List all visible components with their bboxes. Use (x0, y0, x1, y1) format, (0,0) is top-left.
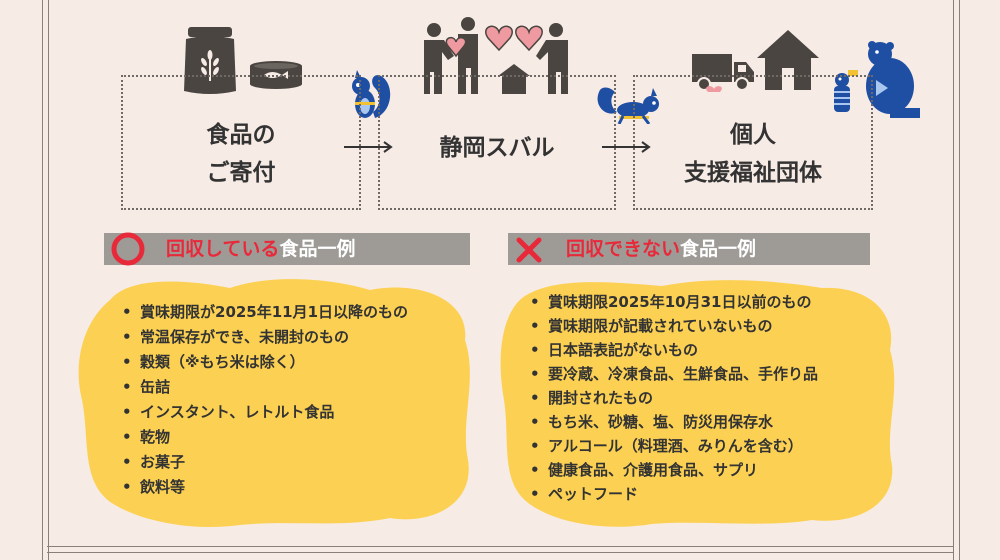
accepted-header-white-text: 食品一例 (279, 238, 356, 260)
red-cross-icon (516, 237, 542, 263)
rejected-header-white-text: 食品一例 (680, 238, 757, 260)
list-item: 賞味期限が2025年11月1日以降のもの (120, 300, 408, 325)
list-item: インスタント、レトルト食品 (120, 400, 408, 425)
list-item: 缶詰 (120, 375, 408, 400)
list-item: 飲料等 (120, 475, 408, 500)
list-item: お菓子 (120, 450, 408, 475)
flow-step-shizuoka-subaru: 静岡スバル (378, 75, 616, 210)
rejected-header: 回収できない食品一例 (508, 233, 870, 265)
list-item: 健康食品、介護用食品、サプリ (528, 458, 818, 482)
frame-bottom-border (47, 546, 953, 553)
list-item: 賞味期限2025年10月31日以前のもの (528, 290, 818, 314)
flow-arrow-icon (602, 141, 651, 153)
rejected-header-title: 回収できない食品一例 (566, 233, 756, 265)
rejected-items-list: 賞味期限2025年10月31日以前のもの 賞味期限が記載されていないもの 日本語… (528, 290, 818, 506)
rejected-header-red-text: 回収できない (566, 238, 681, 260)
delivery-truck-icon (692, 54, 754, 92)
flow-step-label-line2: 支援福祉団体 (684, 159, 822, 186)
bear-mascot-icon (834, 41, 920, 118)
frame-right-border (953, 0, 960, 560)
list-item: 乾物 (120, 425, 408, 450)
frame-left-border (42, 0, 49, 560)
flow-step-label-line2: ご寄付 (206, 159, 276, 186)
flow-step-label-line1: 個人 (730, 121, 776, 148)
list-item: 賞味期限が記載されていないもの (528, 314, 818, 338)
accepted-header: 回収している食品一例 (104, 232, 470, 266)
list-item: 穀類（※もち米は除く） (120, 350, 408, 375)
list-item: 常温保存ができ、未開封のもの (120, 325, 408, 350)
accepted-header-title: 回収している食品一例 (166, 233, 355, 265)
accepted-header-red-text: 回収している (166, 238, 280, 260)
people-hearts-house-icon (424, 17, 568, 94)
flow-step-recipients: 個人 支援福祉団体 (633, 75, 873, 210)
list-item: 開封されたもの (528, 386, 818, 410)
red-circle-icon (111, 232, 145, 266)
list-item: 要冷蔵、冷凍食品、生鮮食品、手作り品 (528, 362, 818, 386)
accepted-items-list: 賞味期限が2025年11月1日以降のもの 常温保存ができ、未開封のもの 穀類（※… (120, 300, 408, 500)
flow-arrow-icon (344, 141, 393, 153)
list-item: アルコール（料理酒、みりんを含む） (528, 434, 818, 458)
list-item: もち米、砂糖、塩、防災用保存水 (528, 410, 818, 434)
running-squirrel-icon (597, 87, 659, 124)
rice-sack-icon (184, 27, 236, 94)
flow-step-label-line1: 食品の (206, 121, 276, 148)
list-item: ペットフード (528, 482, 818, 506)
flow-step-food-donation: 食品の ご寄付 (121, 75, 361, 210)
flow-step-label: 静岡スバル (439, 134, 555, 161)
list-item: 日本語表記がないもの (528, 338, 818, 362)
